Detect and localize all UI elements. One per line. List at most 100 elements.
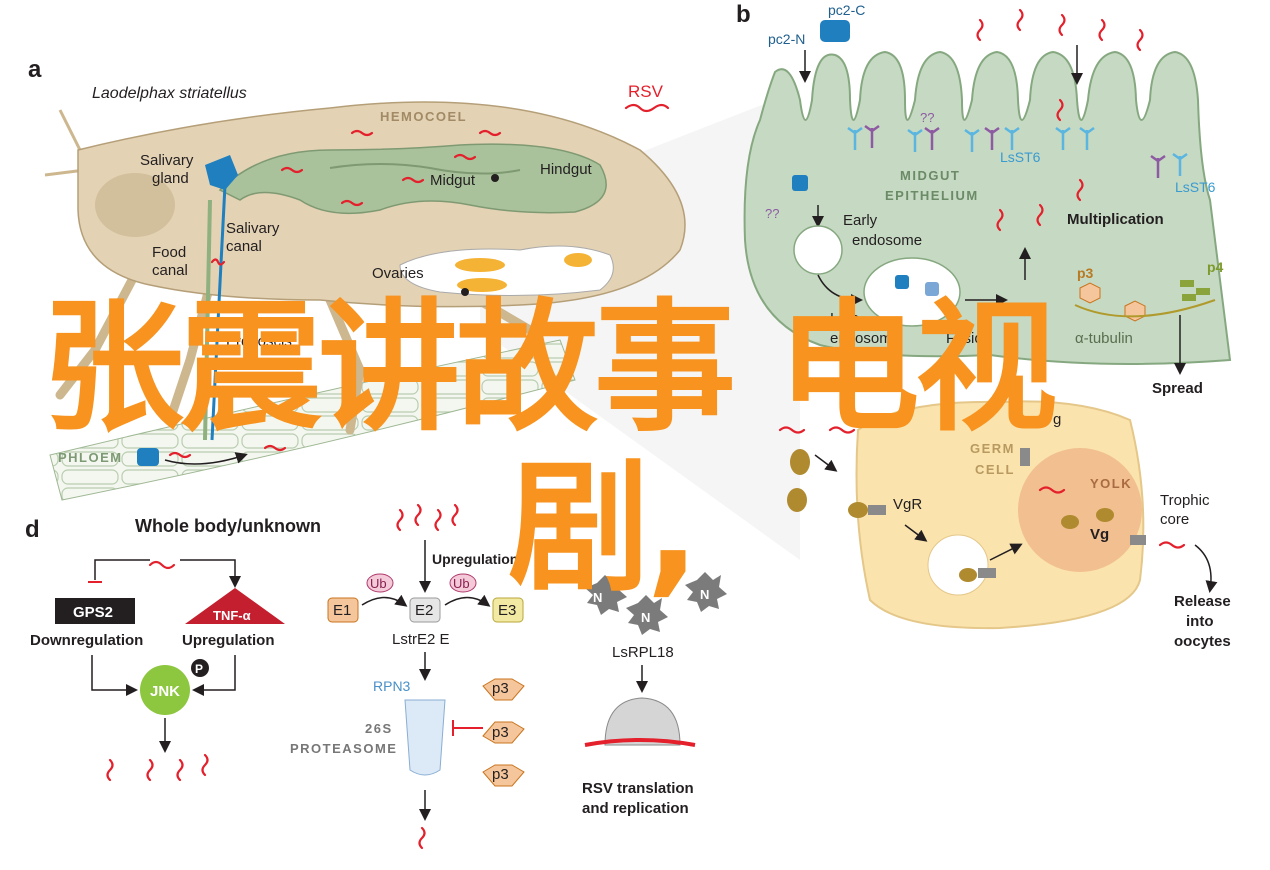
endocytosis-vg-arrow	[904, 524, 928, 542]
panel-a-letter: a	[28, 56, 42, 83]
jnk-label: JNK	[150, 683, 180, 700]
late-endosome-label-1: Late	[830, 310, 859, 327]
unknown-receptor-label-1: ??	[920, 110, 934, 125]
salivary-canal-line	[210, 184, 227, 441]
vgr-receptor-icons	[868, 448, 1146, 578]
n3-label: N	[700, 587, 709, 602]
ub2-label: Ub	[453, 576, 470, 591]
panel-b-letter: b	[736, 1, 751, 28]
salivary-canal-label-1: Salivary	[226, 220, 280, 237]
food-canal-line	[203, 199, 212, 441]
panel-d: d Whole body/unknown GPS2 TNF-α Downregu…	[25, 503, 727, 850]
ub2-bubble	[449, 573, 477, 593]
panel-d-letter: d	[25, 516, 40, 543]
ub1-bubble	[366, 573, 394, 593]
receptors	[847, 124, 1188, 178]
yolk-label: YOLK	[1090, 476, 1132, 491]
p3-hexagons	[482, 678, 525, 787]
panel-a: a Laodelphax striatellus RSV PHLOEM HEMO…	[28, 56, 686, 501]
early-endosome-label-2: endosome	[852, 232, 922, 249]
ovary-egg	[457, 278, 507, 292]
phloem-tissue	[49, 339, 576, 501]
food-canal-label-2: canal	[152, 262, 188, 279]
rna-strand	[584, 738, 696, 747]
salivary-gland-shape	[205, 155, 238, 190]
tubulin-label: α-tubulin	[1075, 330, 1133, 347]
e1-box	[327, 597, 359, 623]
ovaries-dot	[461, 288, 469, 296]
n-protein-icons	[585, 572, 727, 635]
epithelium-label-1: MIDGUT	[900, 168, 960, 183]
downregulation-label: Downregulation	[30, 632, 143, 649]
trophic-core-label-2: core	[1160, 511, 1189, 528]
release-label-2: into	[1186, 613, 1214, 630]
rsv-label: RSV	[628, 82, 664, 101]
gps2-box	[55, 598, 135, 624]
panel-c: GERM CELL YOLK Vg Vg VgR Trophic core Re…	[778, 400, 1231, 650]
pc2-protein-icon	[820, 20, 850, 42]
salivary-gland-label-1: Salivary	[140, 152, 194, 169]
pc2c-label: pc2-C	[828, 2, 865, 18]
unknown-receptor-label-2: ??	[765, 206, 779, 221]
p3c-label: p3	[492, 766, 509, 783]
epithelium-label-2: EPITHELIUM	[885, 188, 979, 203]
ub1-label: Ub	[370, 576, 387, 591]
vgr-label: VgR	[893, 496, 922, 513]
e3-box	[492, 597, 524, 623]
virus-particles-a	[168, 129, 502, 459]
germ-cell-label-2: CELL	[975, 462, 1015, 477]
rsv-translation-label-2: and replication	[582, 800, 689, 817]
release-label-3: oocytes	[1174, 633, 1231, 650]
vg-top-label: Vg	[1043, 411, 1061, 428]
tnf-label: TNF-α	[213, 608, 251, 623]
salivary-gland-label-2: gland	[152, 170, 189, 187]
e2-e3-arrow	[444, 594, 491, 607]
multiplication-label: Multiplication	[1067, 211, 1164, 228]
endosome-maturation-arrow	[817, 274, 863, 306]
gps2-label: GPS2	[73, 604, 113, 621]
proboscis-label: Proboscis	[226, 333, 292, 350]
e2-label: E2	[415, 602, 433, 619]
yolk-shape	[1018, 448, 1142, 572]
ovaries-shape	[399, 245, 614, 297]
jnk-node	[140, 665, 190, 715]
ovary-egg	[564, 253, 592, 267]
e1-e2-arrow	[361, 594, 408, 607]
phospho-badge	[191, 659, 209, 677]
downreg-arrow	[91, 655, 138, 696]
virus-icon	[418, 826, 426, 850]
hindgut-label: Hindgut	[540, 161, 593, 178]
ovaries-label: Ovaries	[372, 265, 424, 282]
ovary-egg	[455, 258, 505, 272]
hemocoel-label: HEMOCOEL	[380, 109, 467, 124]
vg-protein-icons	[787, 449, 1114, 582]
insect-legs	[55, 260, 565, 435]
virus-particles-d1	[106, 753, 209, 782]
inhibition-line	[94, 559, 150, 580]
lsst6-label-1: LsST6	[1000, 149, 1041, 165]
p3-inhibition	[452, 720, 483, 736]
early-endosome-shape	[793, 225, 843, 275]
phospho-label: P	[195, 662, 203, 676]
e2-box	[409, 597, 441, 623]
vg-inner-label: Vg	[1090, 526, 1109, 543]
p3-hexagon-icon	[1124, 300, 1146, 322]
p3b-label: p3	[492, 724, 509, 741]
proteasome-label-2: PROTEASOME	[290, 741, 397, 756]
vg-uptake-arrow	[814, 454, 838, 472]
gut-fold	[329, 163, 521, 175]
species-label: Laodelphax striatellus	[92, 85, 247, 102]
midgut-dot	[491, 174, 499, 182]
phloem-label: PHLOEM	[58, 450, 123, 465]
salivary-canal-label-2: canal	[226, 238, 262, 255]
overlay-caption-line2: 剧,	[508, 446, 700, 611]
p4-label: p4	[1207, 259, 1224, 275]
rsv-translation-label-1: RSV translation	[582, 780, 694, 797]
n2-label: N	[641, 610, 650, 625]
e1-label: E1	[333, 602, 351, 619]
upreg-arrow	[192, 655, 236, 696]
upregulation-mid-label: Upregulation	[432, 551, 518, 567]
proteasome-shape	[404, 699, 446, 776]
